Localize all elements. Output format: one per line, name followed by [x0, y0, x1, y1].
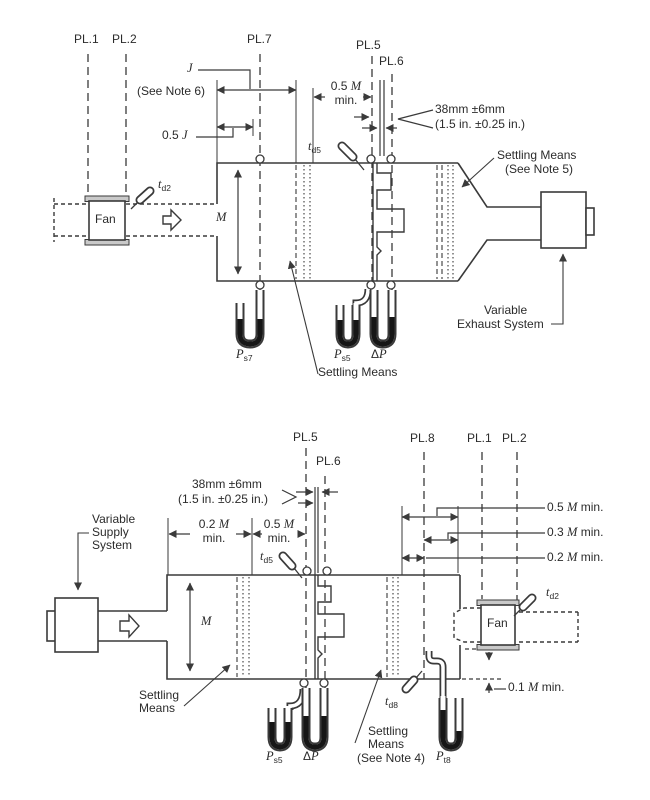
dim-half-j-label: 0.5 J: [162, 128, 188, 142]
nozzle-plate: [314, 575, 345, 679]
variable-supply-label-line1: Variable: [92, 512, 136, 526]
measurement-plane-lines: [305, 448, 518, 698]
settling-means-left-line1: Settling: [139, 688, 180, 702]
dimension-lines: [168, 488, 545, 693]
dim-38mm-line2: (1.5 in. ±0.25 in.): [178, 492, 268, 506]
mercury-column: [303, 716, 327, 750]
fan-duct-dashed: [453, 607, 579, 643]
pressure-taps: [255, 154, 396, 290]
nozzle-plate: [372, 163, 405, 281]
m-label: M: [216, 210, 227, 224]
flow-arrow-icon: [119, 613, 140, 639]
dim-38mm-line1: 38mm ±6mm: [192, 477, 262, 491]
plane-label-pl7: PL.7: [247, 32, 272, 46]
ps5-label: Ps5: [266, 749, 283, 765]
fan-box: [480, 604, 516, 646]
flow-arrow-icon: [162, 208, 182, 232]
td8-thermometer-icon: [401, 670, 423, 694]
dp-manometer: [369, 290, 397, 349]
pt8-manometer: [425, 651, 464, 752]
ps7-label: Ps7: [236, 347, 253, 363]
mercury-column: [440, 710, 462, 750]
pressure-taps: [299, 566, 332, 688]
dp-label: ΔP: [303, 749, 319, 763]
plane-label-pl2: PL.2: [112, 32, 137, 46]
td5-thermometer-icon: [337, 141, 365, 171]
plane-label-pl5: PL.5: [293, 430, 318, 444]
ps7-manometer: [235, 290, 265, 349]
variable-exhaust-box: [540, 191, 587, 249]
settling-means-label: Settling Means: [318, 365, 398, 379]
settling-means-note4-line1: Settling: [368, 724, 409, 738]
ps5-manometer: [335, 288, 372, 349]
settling-screens: [236, 577, 399, 677]
settling-means-note4-line2: Means: [368, 737, 405, 751]
fan-assembly: [53, 195, 217, 246]
td5-thermometer-icon: [278, 551, 303, 579]
td2-label: td2: [546, 585, 559, 601]
dim-half-m-label: 0.5 M min.: [330, 79, 362, 107]
tap-tube-pair: [314, 487, 319, 575]
variable-exhaust-label-line1: Variable: [484, 303, 528, 317]
fan-label: Fan: [487, 616, 508, 630]
td2-thermometer-icon: [513, 593, 537, 617]
plane-label-pl2: PL.2: [502, 431, 527, 445]
see-note-4: (See Note 4): [357, 751, 426, 765]
see-note-5: (See Note 5): [505, 162, 574, 176]
tap-tube-pair: [379, 80, 385, 156]
variable-exhaust-label-line2: Exhaust System: [457, 317, 544, 331]
plane-label-pl8: PL.8: [410, 431, 435, 445]
variable-supply-label-line2: Supply: [92, 525, 129, 539]
measurement-plane-lines: [87, 54, 393, 306]
dim-02m-right-label: 0.2 M min.: [547, 550, 604, 564]
mercury-column: [237, 319, 263, 347]
settling-screens: [295, 165, 454, 279]
dp-manometer: [301, 688, 329, 752]
mercury-column: [337, 320, 359, 347]
plane-label-pl1: PL.1: [467, 431, 492, 445]
plane-label-pl6: PL.6: [316, 454, 341, 468]
dim-38mm-line1: 38mm ±6mm: [435, 102, 505, 116]
dim-01m-label: 0.1 M min.: [508, 680, 565, 694]
plane-label-pl5: PL.5: [356, 38, 381, 52]
inlet-chamber: [46, 574, 461, 680]
variable-supply-label-line3: System: [92, 538, 133, 552]
td2-label: td2: [158, 177, 171, 193]
td2-thermometer-icon: [130, 186, 155, 210]
see-note-6: (See Note 6): [137, 84, 206, 98]
mercury-column: [269, 722, 291, 750]
ps5-label: Ps5: [334, 347, 351, 363]
variable-supply-box: [54, 597, 99, 653]
fan-label: Fan: [95, 212, 116, 226]
pt8-label: Pt8: [436, 749, 451, 765]
label-leaders: [74, 532, 383, 744]
fan-assembly: [453, 599, 579, 651]
td5-label: td5: [308, 139, 321, 155]
dim-05m-right-label: 0.5 M min.: [547, 500, 604, 514]
label-leaders: [287, 157, 567, 375]
td5-label: td5: [260, 549, 273, 565]
plane-label-pl1: PL.1: [74, 32, 99, 46]
dim-38mm-line2: (1.5 in. ±0.25 in.): [435, 117, 525, 131]
mercury-column: [371, 317, 395, 347]
dim-j-label: J: [187, 61, 193, 75]
dim-02m-left-label: 0.2 M min.: [198, 517, 230, 545]
fan-box: [88, 200, 126, 241]
settling-means-note5-label: Settling Means: [497, 148, 577, 162]
dp-label: ΔP: [371, 347, 387, 361]
dim-03m-right-label: 0.3 M min.: [547, 525, 604, 539]
ps5-manometer: [267, 688, 307, 752]
settling-means-left-line2: Means: [139, 701, 176, 715]
dim-05m-left-label: 0.5 M min.: [263, 517, 295, 545]
top-diagram-linework: [53, 54, 595, 375]
plane-label-pl6: PL.6: [379, 54, 404, 68]
m-label: M: [201, 614, 212, 628]
td8-label: td8: [385, 694, 398, 710]
